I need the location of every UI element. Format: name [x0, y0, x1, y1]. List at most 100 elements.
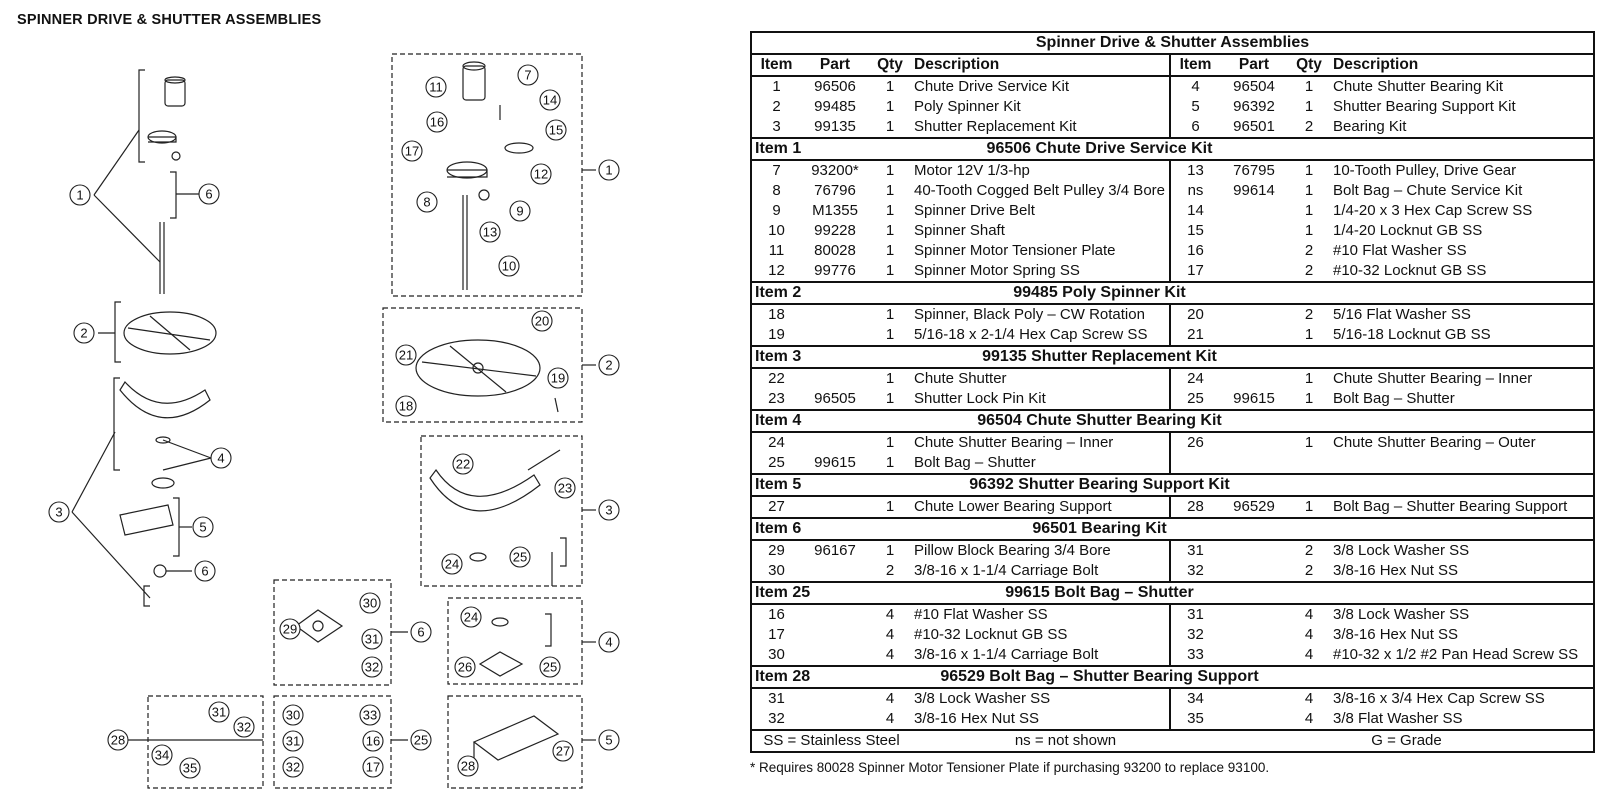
cell-description-right: Chute Shutter Bearing – Inner — [1333, 370, 1533, 387]
callout-d5-5: 5 — [605, 733, 612, 748]
cell-description-right: 5/16-18 Locknut GB SS — [1333, 326, 1491, 343]
section-label: Item 4 — [751, 409, 869, 433]
page-heading: SPINNER DRIVE & SHUTTER ASSEMBLIES — [17, 12, 322, 28]
cell-item: 31 — [768, 690, 785, 707]
cell-item: 19 — [768, 326, 785, 343]
cell-item-right: 6 — [1191, 118, 1200, 135]
callout-d6-6: 6 — [417, 625, 424, 640]
callout-d25-17: 17 — [366, 760, 380, 775]
footnote: * Requires 80028 Spinner Motor Tensioner… — [750, 760, 1270, 775]
exploded-diagram-panel: SPINNER DRIVE & SHUTTER ASSEMBLIES — [0, 0, 690, 797]
cell-item: 17 — [768, 626, 785, 643]
cell-part-right — [1220, 540, 1288, 561]
callout-d1-10: 10 — [502, 259, 516, 274]
section-spacer — [1330, 517, 1595, 541]
cell-description: Chute Shutter — [911, 368, 1171, 389]
col-header-description-right: Description — [1330, 54, 1595, 77]
cell-item-right: 35 — [1187, 710, 1204, 727]
cell-part: 99615 — [814, 454, 856, 471]
cell-part: M1355 — [812, 202, 858, 219]
callout-d1-12: 12 — [534, 167, 548, 182]
detail-box-item-5 — [447, 695, 583, 789]
cell-qty: 4 — [885, 710, 895, 727]
cell-qty-right: 4 — [1304, 626, 1314, 643]
cell-part — [801, 496, 869, 518]
cell-description: Spinner, Black Poly – CW Rotation — [911, 304, 1171, 325]
cell-qty: 1 — [885, 182, 895, 199]
callout-d25-25: 25 — [414, 733, 428, 748]
cell-description: 40-Tooth Cogged Belt Pulley 3/4 Bore — [911, 181, 1171, 201]
cell-part-right: 99615 — [1233, 390, 1275, 407]
cell-part: 99485 — [814, 98, 856, 115]
detail-box-item-28 — [147, 695, 264, 789]
callout-d4-24: 24 — [464, 610, 478, 625]
callout-d1-1: 1 — [605, 163, 612, 178]
cell-part: 99228 — [814, 222, 856, 239]
cell-part-right: 76795 — [1233, 162, 1275, 179]
cell-qty: 1 — [885, 306, 895, 323]
cell-qty: 1 — [885, 326, 895, 343]
cell-description: Spinner Motor Tensioner Plate — [911, 241, 1171, 261]
cell-qty-right: 2 — [1304, 242, 1314, 259]
col-header-description: Description — [911, 54, 1171, 77]
cell-description: Bolt Bag – Shutter — [911, 453, 1171, 474]
callout-d28-35: 35 — [183, 761, 197, 776]
parts-table-body: Spinner Drive & Shutter Assemblies Item … — [751, 32, 1595, 752]
cell-item: 7 — [772, 162, 781, 179]
cell-part — [801, 709, 869, 730]
cell-item-right: 25 — [1187, 390, 1204, 407]
cell-part-right — [1220, 368, 1288, 389]
section-spacer — [1330, 281, 1595, 305]
cell-description-right: Bolt Bag – Chute Service Kit — [1333, 182, 1523, 199]
section-title: 96529 Bolt Bag – Shutter Bearing Support — [869, 665, 1330, 689]
cell-part-right — [1220, 688, 1288, 709]
cell-qty: 1 — [885, 78, 895, 95]
callout-d1-7: 7 — [524, 68, 531, 83]
callout-d3-25: 25 — [513, 550, 527, 565]
cell-description-right — [1330, 453, 1594, 474]
cell-qty-right: 1 — [1304, 202, 1314, 219]
cell-item-right: 32 — [1187, 562, 1204, 579]
section-title: 96506 Chute Drive Service Kit — [869, 137, 1330, 161]
parts-table: Spinner Drive & Shutter Assemblies Item … — [750, 31, 1596, 753]
cell-item: 29 — [768, 542, 785, 559]
detail-box-item-4 — [447, 597, 583, 685]
cell-description-right: 3/8-16 Hex Nut SS — [1333, 626, 1459, 643]
cell-description: Pillow Block Bearing 3/4 Bore — [911, 540, 1171, 561]
callout-d25-33: 33 — [363, 708, 377, 723]
cell-item-right: 32 — [1187, 626, 1204, 643]
callout-d4-25: 25 — [543, 660, 557, 675]
cell-item: 27 — [768, 498, 785, 515]
cell-description: Poly Spinner Kit — [911, 97, 1171, 117]
cell-qty-right: 2 — [1304, 118, 1314, 135]
cell-part — [801, 645, 869, 666]
callout-d25-31: 31 — [286, 734, 300, 749]
cell-qty-right: 1 — [1304, 326, 1314, 343]
section-spacer — [1330, 665, 1595, 689]
section-title: 96501 Bearing Kit — [869, 517, 1330, 541]
cell-part-right — [1220, 625, 1288, 645]
cell-description-right: 5/16 Flat Washer SS — [1333, 306, 1471, 323]
cell-description-right: Shutter Bearing Support Kit — [1333, 98, 1516, 115]
cell-qty: 4 — [885, 690, 895, 707]
section-title: 99485 Poly Spinner Kit — [869, 281, 1330, 305]
cell-description: 3/8-16 x 1-1/4 Carriage Bolt — [911, 561, 1171, 582]
cell-item: 18 — [768, 306, 785, 323]
cell-description: Spinner Motor Spring SS — [911, 261, 1171, 282]
callout-d2-19: 19 — [551, 371, 565, 386]
